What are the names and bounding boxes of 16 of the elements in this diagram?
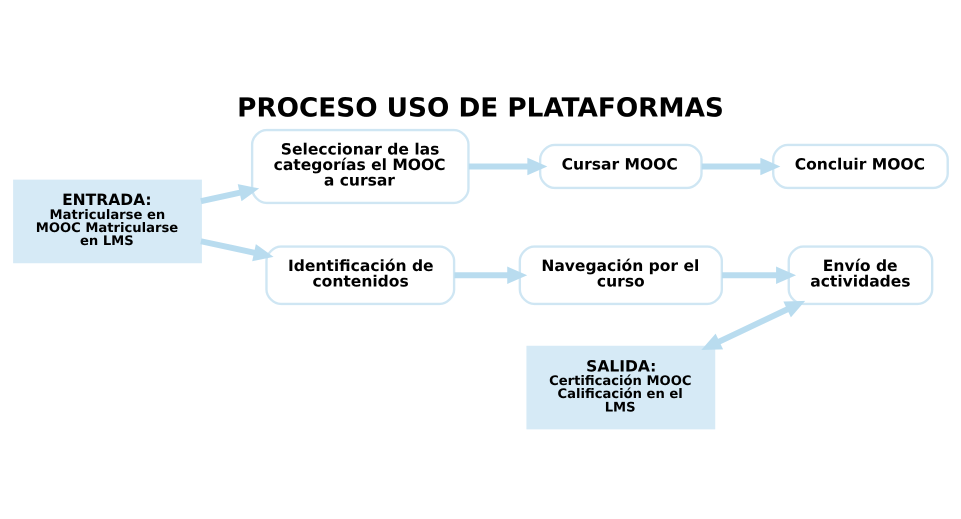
- arrow: [454, 266, 527, 284]
- node-box: Envío de actividades: [787, 244, 933, 305]
- arrow: [200, 184, 259, 204]
- node-box: Concluir MOOC: [772, 143, 948, 189]
- node-box: Seleccionar de las categorías el MOOC a cursar: [250, 128, 470, 204]
- arrow: [701, 157, 780, 175]
- arrow: [721, 266, 796, 284]
- diagram-title: PROCESO USO DE PLATAFORMAS: [236, 92, 724, 123]
- node-box: Identificación de contenidos: [264, 244, 455, 305]
- node-box: Navegación por el curso: [518, 244, 723, 305]
- arrow: [200, 238, 274, 261]
- node-box: ENTRADA: Matricularse en MOOC Matricularse en LMS: [12, 179, 202, 263]
- node-box: Cursar MOOC: [538, 143, 702, 189]
- arrow: [468, 157, 547, 175]
- arrow: [700, 300, 805, 350]
- node-box: SALIDA: Certificación MOOC Calificación en el LMS: [526, 345, 715, 429]
